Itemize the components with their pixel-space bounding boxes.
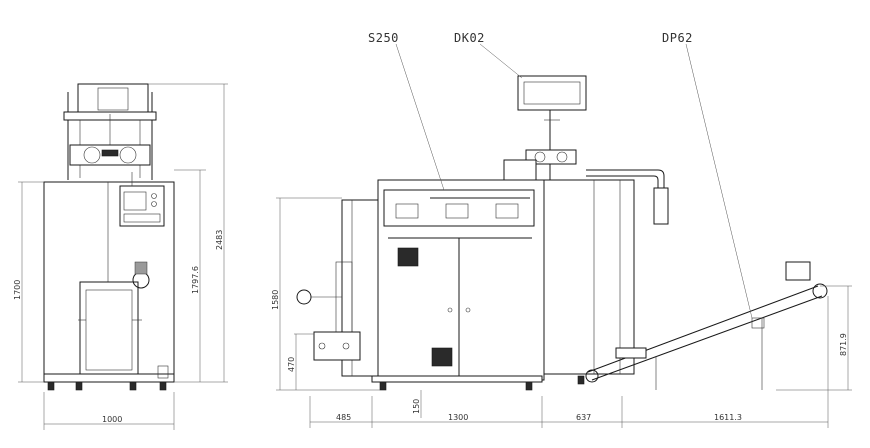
dim-front-width: 1000: [102, 415, 122, 424]
dim-side-150: 150: [412, 399, 421, 414]
label-s250: S250: [368, 31, 399, 45]
front-view: [18, 83, 228, 430]
dim-side-1300: 1300: [448, 413, 468, 422]
dim-side-637: 637: [576, 413, 591, 422]
label-dp62: DP62: [662, 31, 693, 45]
dim-side-485: 485: [336, 413, 351, 422]
dim-side-871: 871.9: [839, 333, 848, 356]
side-view: [276, 43, 852, 428]
dim-front-2483: 2483: [215, 230, 224, 250]
label-dk02: DK02: [454, 31, 485, 45]
dim-side-1611: 1611.3: [714, 413, 742, 422]
dim-front-1700: 1700: [13, 280, 22, 300]
dim-side-1580: 1580: [271, 290, 280, 310]
dim-side-470: 470: [287, 357, 296, 372]
dim-front-1797: 1797.6: [191, 266, 200, 294]
